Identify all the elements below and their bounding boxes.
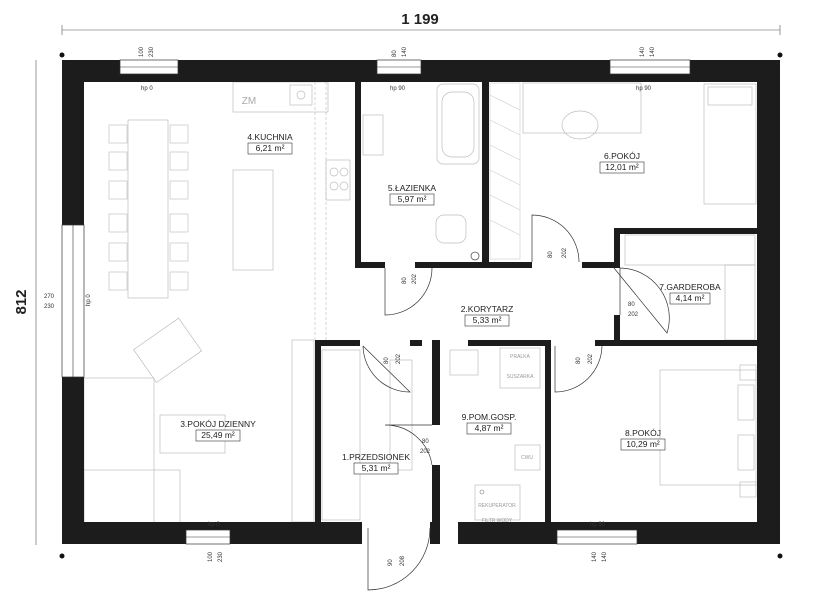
- overall-width-dimension: 1 199: [61, 11, 781, 35]
- svg-text:12,01 m²: 12,01 m²: [605, 162, 639, 172]
- overall-depth-dimension: 812: [13, 60, 37, 545]
- door-entry-a: 90: [388, 559, 394, 566]
- door-kitchen-a: 80: [402, 277, 408, 284]
- svg-text:5,31 m²: 5,31 m²: [362, 463, 391, 473]
- top-window1-a: 100: [139, 46, 145, 57]
- bottom-window1-b: 230: [218, 551, 224, 562]
- top-window3-a: 140: [640, 46, 646, 57]
- top-window2-hp: hp 90: [390, 86, 406, 92]
- door-pomgosp-a: 80: [422, 439, 429, 445]
- door-room6-a: 80: [548, 251, 554, 258]
- top-window3-b: 140: [650, 46, 656, 57]
- svg-text:5.ŁAZIENKA: 5.ŁAZIENKA: [388, 183, 437, 193]
- room8-furniture: [659, 364, 757, 498]
- left-window-a: 270: [44, 294, 55, 300]
- room-label-kuchnia: 4.KUCHNIA 6,21 m²: [247, 132, 293, 155]
- door-room8-b: 202: [588, 353, 594, 364]
- svg-text:3.POKÓJ DZIENNY: 3.POKÓJ DZIENNY: [180, 419, 256, 429]
- door-pomgosp-b: 202: [420, 449, 431, 455]
- suszarka-label: SUSZARKA: [507, 374, 535, 380]
- room6-furniture: [489, 82, 757, 260]
- svg-text:7.GARDEROBA: 7.GARDEROBA: [659, 282, 721, 292]
- window-dimensions: 100 230 hp 0 80 140 hp 90 140 140 hp 90 …: [44, 46, 656, 562]
- doors: 80 202 80 202 80 202 80 202 80 202 80 20…: [362, 214, 670, 591]
- cwu-label: CWU: [521, 455, 533, 461]
- room-label-korytarz: 2.KORYTARZ 5,33 m²: [461, 304, 514, 327]
- svg-text:6,21 m²: 6,21 m²: [256, 143, 285, 153]
- top-window1-b: 230: [149, 46, 155, 57]
- svg-text:6.POKÓJ: 6.POKÓJ: [604, 151, 640, 161]
- svg-text:5,97 m²: 5,97 m²: [398, 194, 427, 204]
- svg-text:9.POM.GOSP.: 9.POM.GOSP.: [462, 412, 517, 422]
- pralka-label: PRALKA: [510, 354, 530, 360]
- utility-fixtures: PRALKA SUSZARKA CWU REKUPERATOR FILTR WO…: [449, 347, 541, 524]
- left-window-hp: hp 0: [86, 294, 92, 306]
- door-kitchen-b: 202: [412, 273, 418, 284]
- room-label-pom-gosp: 9.POM.GOSP. 4,87 m²: [462, 412, 517, 435]
- filtr-label: FILTR WODY: [482, 518, 513, 524]
- room-label-lazienka: 5.ŁAZIENKA 5,97 m²: [388, 183, 437, 206]
- svg-text:5,33 m²: 5,33 m²: [473, 315, 502, 325]
- door-hall-b: 202: [396, 353, 402, 364]
- overall-depth-label: 812: [13, 289, 30, 314]
- top-window2-b: 140: [402, 46, 408, 57]
- bottom-window1-hp: hp 0: [208, 522, 220, 528]
- bottom-window2-b: 140: [602, 551, 608, 562]
- svg-text:4,14 m²: 4,14 m²: [676, 293, 705, 303]
- door-garderoba-a: 80: [628, 302, 635, 308]
- svg-text:4,87 m²: 4,87 m²: [475, 423, 504, 433]
- door-room8-a: 80: [576, 357, 582, 364]
- svg-text:2.KORYTARZ: 2.KORYTARZ: [461, 304, 514, 314]
- svg-text:1.PRZEDSIONEK: 1.PRZEDSIONEK: [342, 452, 410, 462]
- entrance-wardrobe: [321, 349, 413, 521]
- left-window-b: 230: [44, 304, 55, 310]
- door-entry-b: 208: [400, 555, 406, 566]
- room-label-pokoj8: 8.POKÓJ 10,29 m²: [620, 428, 666, 451]
- windows: [61, 59, 691, 545]
- svg-text:4.KUCHNIA: 4.KUCHNIA: [247, 132, 293, 142]
- svg-text:25,49 m²: 25,49 m²: [201, 430, 235, 440]
- svg-text:10,29 m²: 10,29 m²: [626, 439, 660, 449]
- rekuperator-label: REKUPERATOR: [478, 503, 516, 509]
- bottom-window2-hp: hp 90: [590, 522, 606, 528]
- top-window1-hp: hp 0: [141, 86, 153, 92]
- svg-text:8.POKÓJ: 8.POKÓJ: [625, 428, 661, 438]
- bottom-window2-a: 140: [592, 551, 598, 562]
- top-window2-a: 80: [392, 50, 398, 57]
- room-label-pokoj6: 6.POKÓJ 12,01 m²: [599, 151, 645, 174]
- overall-width-label: 1 199: [401, 11, 439, 28]
- room-label-przedsionek: 1.PRZEDSIONEK 5,31 m²: [342, 452, 410, 475]
- door-room6-b: 202: [562, 247, 568, 258]
- room-label-garderoba: 7.GARDEROBA 4,14 m²: [659, 282, 721, 305]
- door-garderoba-b: 202: [628, 312, 639, 318]
- dining-table: [108, 119, 189, 299]
- top-window3-hp: hp 90: [636, 86, 652, 92]
- bathroom-fixtures: [362, 83, 480, 261]
- door-hall-a: 80: [384, 357, 390, 364]
- kitchen-fixtures: ZM: [232, 81, 351, 340]
- fridge-label: ZM: [242, 96, 256, 107]
- room-label-pokoj-dzienny: 3.POKÓJ DZIENNY 25,49 m²: [180, 419, 256, 442]
- bottom-window1-a: 100: [208, 551, 214, 562]
